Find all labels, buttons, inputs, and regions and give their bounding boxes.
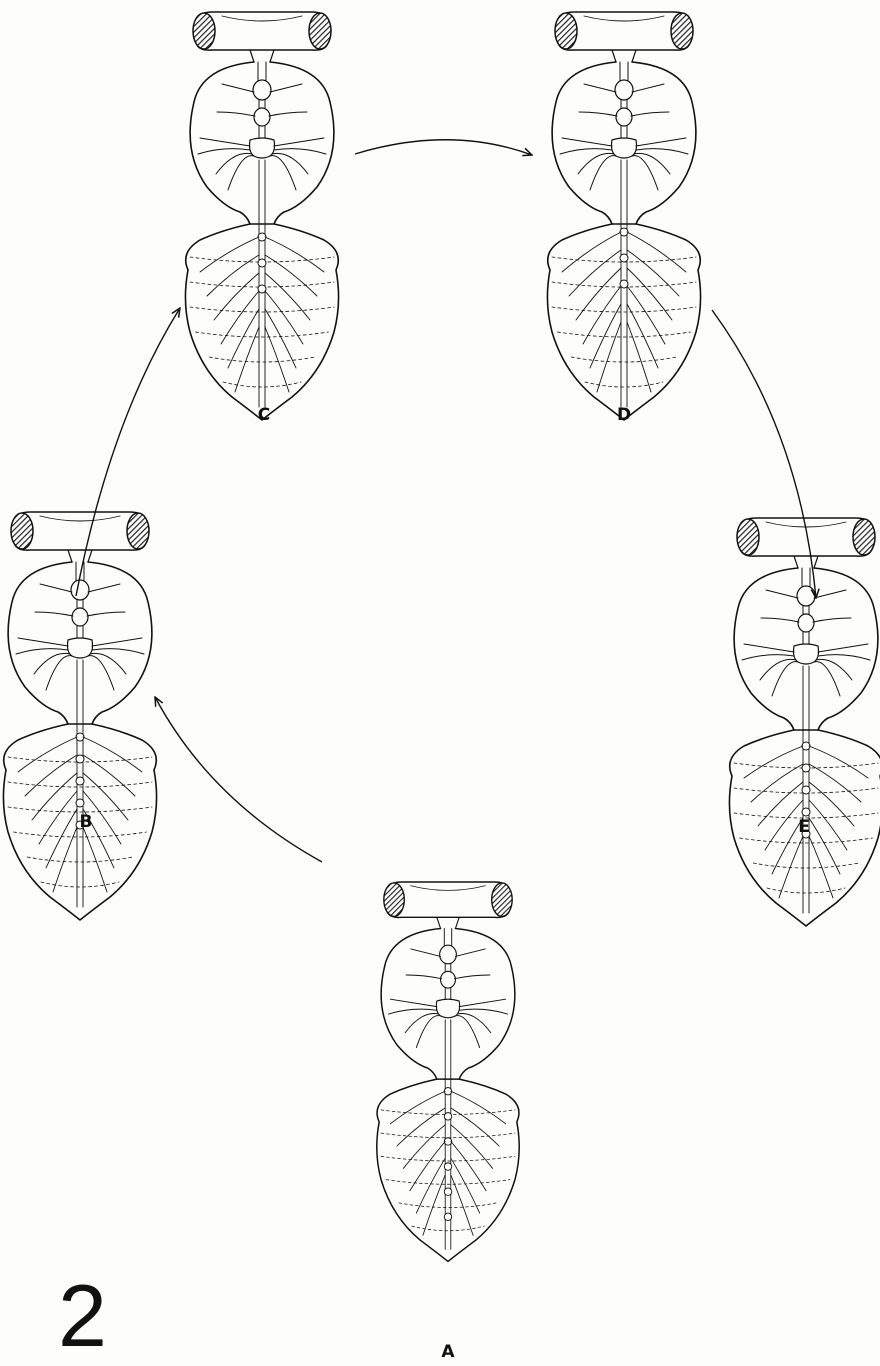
stage-label-b: B xyxy=(80,812,93,832)
ganglion-node xyxy=(76,799,84,807)
arrow-a-to-b xyxy=(155,697,322,862)
compound-eye-icon xyxy=(853,519,875,555)
specimen-a xyxy=(377,882,519,1261)
ganglion-node xyxy=(802,786,810,794)
ganglion-node xyxy=(802,764,810,772)
ganglion-node xyxy=(444,1188,451,1195)
ganglion-node xyxy=(444,1213,451,1220)
arrow-c-to-d xyxy=(355,140,532,155)
stage-label-a: A xyxy=(441,1342,454,1362)
compound-eye-icon xyxy=(555,13,577,49)
compound-eye-icon xyxy=(492,883,512,916)
ganglion-node xyxy=(444,1163,451,1170)
specimen-e xyxy=(729,518,880,926)
stage-label-c: C xyxy=(258,405,270,425)
stage-label-e: E xyxy=(798,817,810,837)
stage-label-d: D xyxy=(617,405,631,425)
ganglion-node xyxy=(444,1113,451,1120)
ganglion-node xyxy=(620,280,628,288)
compound-eye-icon xyxy=(127,513,149,549)
specimen-d xyxy=(547,12,700,420)
figure-number: 2 xyxy=(58,1272,107,1360)
ganglion-node xyxy=(258,259,266,267)
compound-eye-icon xyxy=(309,13,331,49)
specimen-c xyxy=(185,12,338,420)
ganglion-node xyxy=(620,254,628,262)
ganglion-node xyxy=(76,777,84,785)
ganglion-node xyxy=(76,755,84,763)
arrow-d-to-e xyxy=(712,310,816,598)
compound-eye-icon xyxy=(384,883,404,916)
compound-eye-icon xyxy=(193,13,215,49)
compound-eye-icon xyxy=(671,13,693,49)
compound-eye-icon xyxy=(737,519,759,555)
compound-eye-icon xyxy=(11,513,33,549)
ganglion-node xyxy=(802,808,810,816)
sequence-arrows xyxy=(76,140,816,862)
ganglion-node xyxy=(258,285,266,293)
